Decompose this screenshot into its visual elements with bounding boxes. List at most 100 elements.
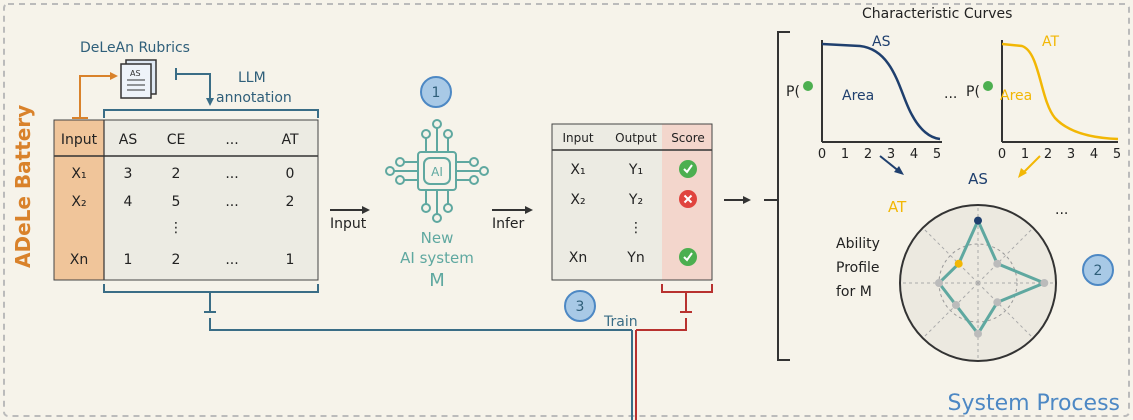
input-table-cell: 4 — [124, 194, 133, 210]
curve-tick-label: 2 — [864, 147, 872, 162]
input-table-cell: X₂ — [71, 194, 86, 210]
curve-as-label: AS — [872, 34, 891, 50]
curve-at-check-icon — [983, 81, 993, 91]
input-table-cell: Xn — [70, 252, 88, 268]
new-system-line-2: AI system — [400, 249, 474, 267]
step-2-number: 2 — [1094, 263, 1103, 279]
input-table-cell: X₁ — [71, 166, 86, 182]
radar-point — [935, 279, 943, 287]
rubrics-doc-icon: AS — [120, 59, 157, 99]
input-header-cell: Input — [61, 132, 98, 148]
rubric-source-arrow — [79, 75, 116, 118]
llm-label-2: annotation — [216, 90, 292, 106]
step-1-number: 1 — [432, 85, 441, 101]
curve-tick-label: 4 — [910, 147, 918, 162]
at-to-radar-arrow — [1021, 155, 1041, 175]
radar-point-as — [974, 216, 982, 225]
input-column-bg — [54, 120, 104, 280]
output-header-cell: Input — [562, 131, 593, 145]
battery-label: ADeLe Battery — [11, 105, 35, 268]
input-header-cell: CE — [167, 132, 186, 148]
radar-chart — [899, 204, 1057, 362]
rubrics-title: DeLeAn Rubrics — [80, 40, 190, 56]
output-value-cell: Y₁ — [628, 162, 643, 178]
radar-point — [993, 259, 1002, 268]
curve-tick-label: 0 — [998, 147, 1006, 162]
input-table-border — [53, 119, 319, 281]
input-header-cell: AS — [119, 132, 138, 148]
step-3-badge — [564, 290, 596, 322]
curve-tick-label: 3 — [1067, 147, 1075, 162]
llm-label-1: LLM — [238, 70, 266, 86]
right-panel-bracket — [777, 31, 790, 361]
radar-label-at: AT — [888, 198, 907, 216]
radar-point — [993, 298, 1002, 307]
output-header-cell: Score — [671, 131, 705, 145]
score-bracket — [661, 284, 713, 293]
input-table-cell: 2 — [172, 166, 181, 182]
curve-as-line — [821, 42, 941, 141]
new-system-line-3: M — [429, 270, 445, 291]
output-value-cell: ⋮ — [629, 220, 643, 236]
ai-chip-icon — [385, 119, 489, 223]
radar-axis — [922, 227, 979, 284]
curve-tick-label: 5 — [1113, 147, 1121, 162]
annotation-bracket — [103, 109, 319, 118]
train-label: Train — [603, 314, 638, 330]
step-1-badge — [420, 76, 452, 108]
train-line-red — [636, 318, 687, 331]
radar-axis — [977, 282, 1034, 339]
radar-axis — [922, 282, 979, 339]
step-3-number: 3 — [576, 299, 585, 315]
ai-chip-label: AI — [431, 165, 443, 179]
table-bottom-bracket — [103, 284, 319, 293]
curve-at-area: Area — [1000, 88, 1032, 104]
profile-text-2: Profile — [836, 260, 880, 276]
rubrics-icon-text: AS — [130, 69, 141, 78]
curve-tick-label: 5 — [933, 147, 941, 162]
input-table-cell: ⋮ — [169, 220, 183, 236]
input-table-cell: 5 — [172, 194, 181, 210]
input-table-cell: 2 — [172, 252, 181, 268]
input-table-cell: 3 — [124, 166, 133, 182]
input-table-cell: ... — [225, 166, 238, 182]
radar-point — [974, 329, 982, 338]
input-arrow-label: Input — [330, 216, 367, 232]
llm-arrow — [176, 73, 211, 102]
input-table-cell: 2 — [286, 194, 295, 210]
annotation-columns-bg — [104, 120, 318, 280]
input-header-cell: ... — [225, 132, 238, 148]
output-input-cell: X₁ — [570, 162, 585, 178]
input-table-cell: 1 — [286, 252, 295, 268]
curves-title: Characteristic Curves — [862, 6, 1012, 22]
system-process-label: System Process — [948, 391, 1121, 416]
output-table-border — [551, 123, 713, 281]
radar-axis — [977, 227, 1034, 284]
new-system-line-1: New — [421, 229, 454, 247]
radar-label-as: AS — [968, 170, 988, 188]
output-header-cell: Output — [615, 131, 657, 145]
curve-tick-label: 2 — [1044, 147, 1052, 162]
curve-as-check-icon — [803, 81, 813, 91]
curve-tick-label: 1 — [841, 147, 849, 162]
input-table-cell: 0 — [286, 166, 295, 182]
step-2-badge — [1082, 254, 1114, 286]
curve-at-label: AT — [1042, 34, 1059, 50]
curve-as-ylabel: P( — [786, 84, 800, 100]
radar-point — [1040, 279, 1049, 287]
curve-ellipsis: ... — [944, 86, 957, 102]
curve-tick-label: 0 — [818, 147, 826, 162]
radar-label-more: ... — [1055, 202, 1068, 218]
input-table-cell: ... — [225, 194, 238, 210]
profile-text-3: for M — [836, 284, 872, 300]
curve-tick-label: 4 — [1090, 147, 1098, 162]
output-value-cell: Y₂ — [628, 192, 643, 208]
train-line-teal — [209, 318, 632, 331]
input-header-cell: AT — [281, 132, 298, 148]
radar-point-at — [954, 259, 963, 268]
